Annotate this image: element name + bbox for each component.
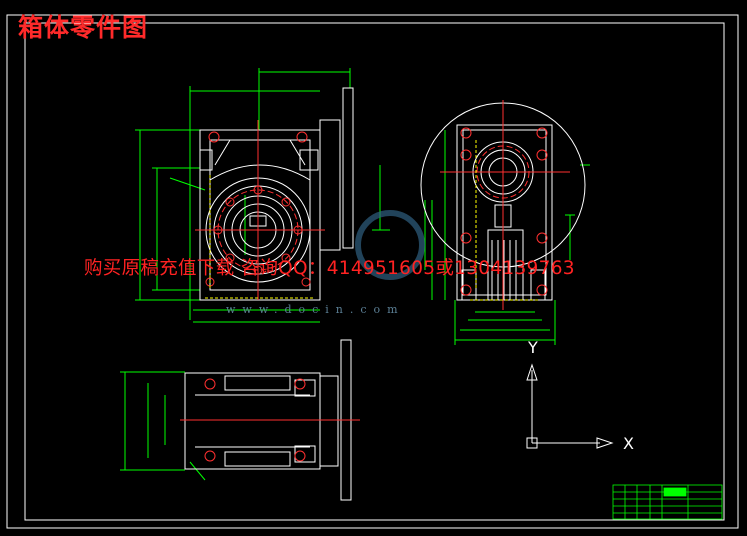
front-view-bolt-holes xyxy=(195,120,325,300)
top-view-outline xyxy=(184,339,352,501)
front-view xyxy=(135,68,390,323)
x-axis-label: X xyxy=(623,434,634,453)
top-view xyxy=(120,339,360,501)
side-view xyxy=(420,100,590,345)
watermark-text: 购买原稿充值下载 咨询QQ：414951605或1304139763 xyxy=(84,258,575,279)
y-axis-label: Y xyxy=(528,338,538,357)
title-block xyxy=(612,484,723,520)
front-view-hidden-lines xyxy=(205,175,315,299)
side-view-dimensions xyxy=(424,130,590,345)
ucs-axis-icon xyxy=(526,363,614,449)
watermark-logo xyxy=(355,210,425,280)
side-view-bolt-holes xyxy=(440,100,570,310)
top-view-holes xyxy=(180,378,360,462)
drawing-frame xyxy=(6,14,739,529)
top-view-dimensions xyxy=(120,371,206,481)
drawing-title: 箱体零件图 xyxy=(18,13,149,42)
watermark-url: www.docin.com xyxy=(226,303,405,316)
side-view-hidden-lines xyxy=(470,140,540,301)
front-view-dimensions xyxy=(135,68,390,323)
